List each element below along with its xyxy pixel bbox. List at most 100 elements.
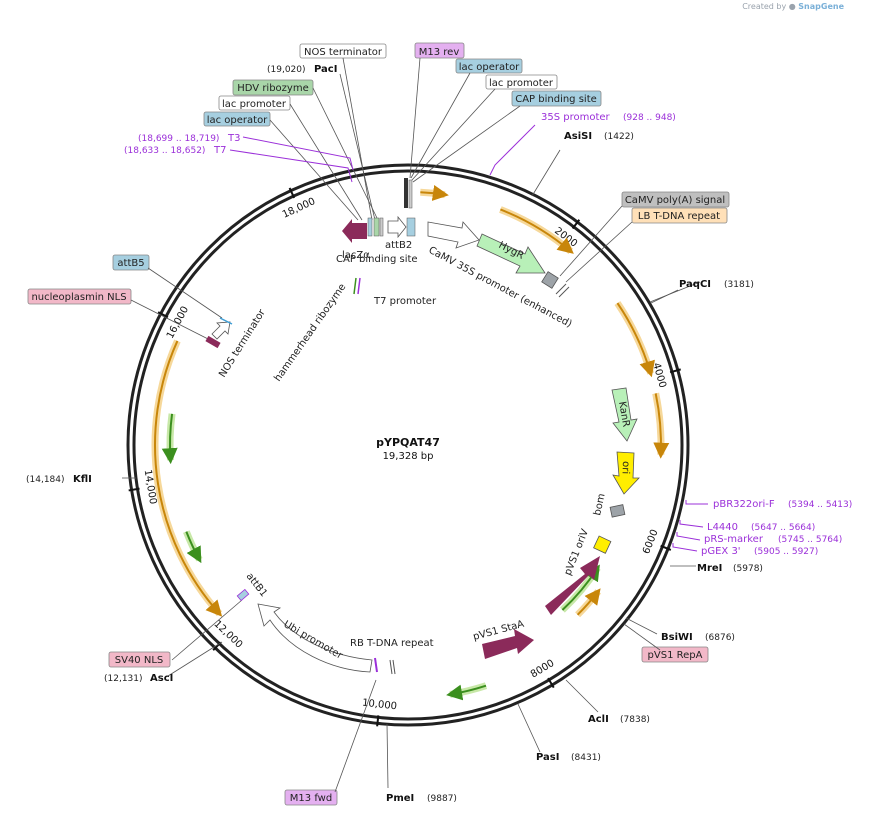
label-pvs1-repa[interactable]: pVS1 RepA	[641, 646, 709, 663]
tick-mark	[157, 311, 169, 319]
feature-ori[interactable]	[612, 451, 640, 495]
feature-bom[interactable]	[609, 504, 626, 518]
label-camv-polya-signal[interactable]: CaMV poly(A) signal	[621, 191, 730, 208]
label-text: HDV ribozyme	[237, 83, 308, 94]
label-text: lac operator	[207, 115, 268, 126]
label-nos-terminator-top[interactable]: NOS terminator	[299, 43, 387, 59]
inner-label-cap-binding-site: CAP binding site	[336, 254, 418, 265]
site-name: BsiWI	[661, 632, 693, 643]
primer-name: pRS-marker	[704, 534, 764, 545]
label-box	[284, 789, 338, 806]
label-nucleoplasmin-nls[interactable]: nucleoplasmin NLS	[27, 288, 132, 305]
orf-arrow[interactable]	[576, 588, 601, 616]
site-paqci[interactable]: PaqCI (3181)	[679, 279, 754, 290]
leader-lines	[122, 57, 701, 793]
primer-l4440[interactable]: L4440 (5647 .. 5664)	[679, 520, 815, 533]
label-m13-rev[interactable]: M13 rev	[414, 42, 465, 59]
label-text: pVS1 RepA	[648, 650, 703, 661]
site-position: (12,131)	[104, 674, 143, 684]
label-box	[455, 58, 523, 74]
primers: 35S promoter (928 .. 948) (18,699 .. 18,…	[124, 112, 852, 557]
feature-attb1[interactable]	[236, 588, 250, 602]
site-name: AscI	[150, 673, 173, 684]
primer-arrow	[229, 149, 353, 183]
primer-pbr322ori-f[interactable]: pBR322ori-F (5394 .. 5413)	[685, 499, 852, 510]
primer-name: L4440	[707, 522, 738, 533]
label-m13-fwd[interactable]: M13 fwd	[284, 789, 338, 806]
site-paci[interactable]: (19,020) PacI	[267, 64, 337, 75]
feature-camv-35s-promoter[interactable]	[427, 221, 480, 249]
label-box	[108, 651, 171, 668]
label-text: CaMV poly(A) signal	[625, 195, 725, 206]
feature-lb-tdna-2	[558, 286, 570, 298]
label-sv40-nls[interactable]: SV40 NLS	[108, 651, 171, 668]
orf-arrow[interactable]	[154, 340, 223, 617]
label-attb5[interactable]: attB5	[112, 254, 150, 271]
site-name: AclI	[588, 714, 609, 725]
primer-name: pBR322ori-F	[713, 499, 775, 510]
feature-ubi-promoter[interactable]	[257, 603, 373, 673]
primer-t7[interactable]: (18,633 .. 18,652) T7	[124, 145, 353, 183]
feature-lacz-alpha[interactable]	[342, 219, 367, 243]
tick-mark	[660, 544, 672, 551]
primer-position: (5745 .. 5764)	[778, 535, 842, 545]
feature-nos-terminator-inner[interactable]	[211, 321, 231, 340]
site-pasi[interactable]: PasI (8431)	[536, 752, 601, 763]
orf-arrow[interactable]	[616, 302, 655, 378]
feature-pvs1-repa[interactable]	[545, 556, 600, 615]
primer-t3[interactable]: (18,699 .. 18,719) T3	[138, 133, 354, 171]
primer-arrow	[489, 124, 536, 176]
feature-nos-mark	[379, 217, 384, 237]
feature-camv-polya[interactable]	[541, 271, 559, 289]
site-pmei[interactable]: PmeI (9887)	[386, 793, 457, 804]
site-acli[interactable]: AclI (7838)	[588, 714, 650, 725]
label-lac-promoter-left[interactable]: lac promoter	[218, 95, 291, 111]
orf-arrow[interactable]	[185, 531, 202, 564]
label-hdv-ribozyme[interactable]: HDV ribozyme	[232, 79, 314, 96]
label-cap-binding-site-top[interactable]: CAP binding site	[511, 90, 602, 107]
feature-attb2[interactable]	[387, 215, 407, 239]
site-name: PmeI	[386, 793, 414, 804]
feature-hygr[interactable]	[476, 233, 546, 274]
primer-prs-marker[interactable]: pRS-marker (5745 .. 5764)	[676, 532, 842, 545]
orf-arrow[interactable]	[653, 393, 670, 459]
plasmid-size: 19,328 bp	[383, 451, 434, 462]
site-position: (8431)	[571, 753, 601, 763]
label-box	[511, 90, 602, 107]
site-asci[interactable]: (12,131) AscI	[104, 673, 173, 684]
label-lac-promoter-top[interactable]: lac promoter	[485, 74, 558, 90]
site-name: KflI	[73, 474, 92, 485]
site-mrei[interactable]: MreI (5978)	[697, 563, 763, 574]
orf-arrow[interactable]	[500, 208, 574, 254]
feature-m13-fwd-mark	[374, 657, 378, 673]
backbone-outer	[126, 163, 690, 727]
label-lb-tdna-repeat[interactable]: LB T-DNA repeat	[631, 207, 728, 224]
tick-mark	[547, 677, 555, 689]
orf-arrow[interactable]	[420, 185, 449, 201]
label-lac-operator-top[interactable]: lac operator	[455, 58, 523, 74]
tick-label: 4000	[650, 362, 667, 389]
inner-label-nos-terminator: NOS terminator	[217, 307, 268, 380]
orf-arrow[interactable]	[446, 684, 487, 701]
credit-brand: SnapGene	[798, 2, 844, 11]
site-asisi[interactable]: AsiSI (1422)	[564, 131, 634, 142]
primer-35s-promoter[interactable]: 35S promoter (928 .. 948)	[489, 112, 676, 176]
orf-arrow[interactable]	[161, 413, 178, 465]
inner-label-hammerhead-ribozyme: hammerhead ribozyme	[272, 282, 348, 384]
feature-pvs1-staa[interactable]	[482, 629, 534, 659]
site-bsiwi[interactable]: BsiWI (6876)	[661, 632, 735, 643]
boxed-labels: NOS terminator M13 rev lac operator lac …	[27, 42, 730, 806]
feature-lb-tdna-1	[555, 283, 567, 295]
primer-pgex-3[interactable]: pGEX 3' (5905 .. 5927)	[672, 543, 818, 557]
feature-t7-mark	[357, 277, 361, 295]
primer-arrow	[242, 136, 354, 171]
feature-rb-tdna-1	[389, 659, 393, 675]
feature-pvs1-oriv[interactable]	[593, 535, 612, 554]
site-kfli[interactable]: (14,184) KflI	[26, 474, 92, 485]
primer-name: T7	[213, 145, 226, 156]
label-lac-operator-left[interactable]: lac operator	[203, 111, 271, 127]
feature-kanr[interactable]	[611, 387, 638, 442]
site-position: (19,020)	[267, 65, 306, 75]
label-text: nucleoplasmin NLS	[31, 292, 126, 303]
